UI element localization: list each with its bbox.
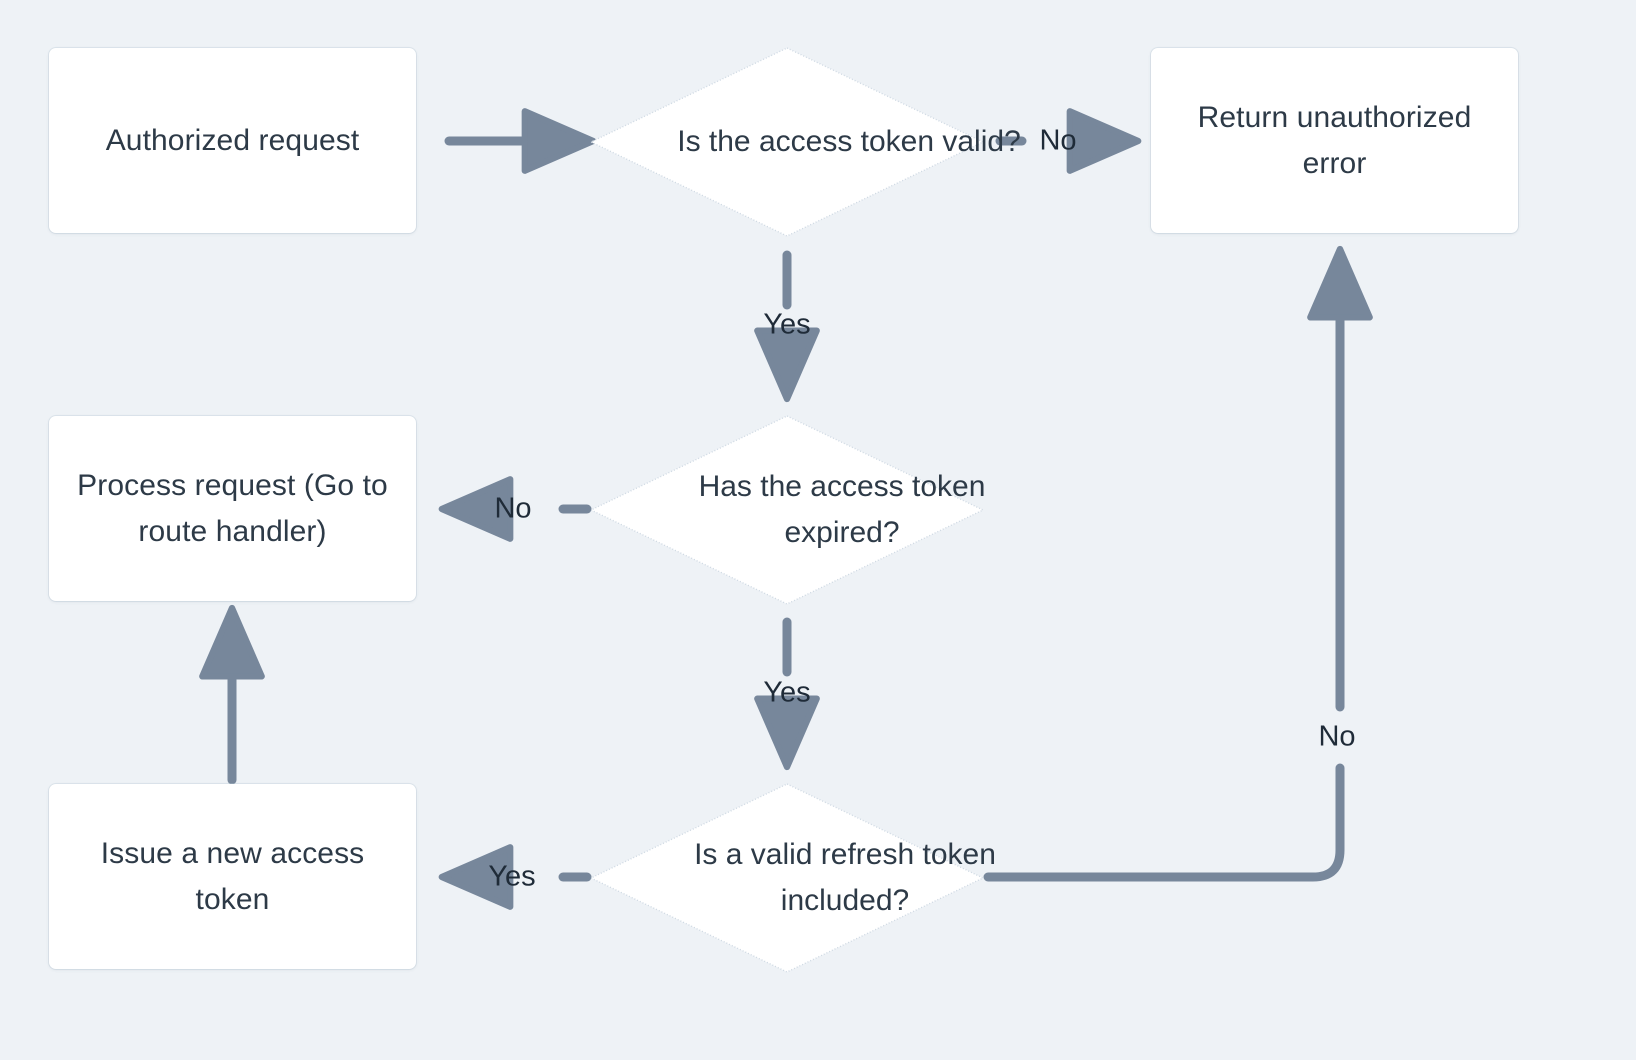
node-refresh-included[interactable]: Is a valid refresh token included? (589, 782, 996, 974)
node-issue-new-token[interactable]: Issue a new access token (49, 784, 416, 969)
node-token-expired-label: Has the access token expired? (698, 470, 986, 549)
node-unauthorized-error-label: Return unauthorized error (1197, 100, 1472, 180)
edge-label-expired-no: No (494, 492, 532, 525)
node-unauthorized-error[interactable]: Return unauthorized error (1151, 48, 1518, 233)
node-refresh-included-label: Is a valid refresh token included? (694, 838, 996, 917)
node-authorized-request-label: Authorized request (105, 123, 360, 157)
diamond-shape (589, 47, 985, 237)
node-authorized-request[interactable]: Authorized request (49, 48, 416, 233)
node-process-request-label: Process request (Go to route handler) (77, 468, 388, 548)
node-token-valid-label: Is the access token valid? (677, 125, 1021, 158)
edge-label-valid-yes: Yes (763, 308, 811, 341)
edge-label-refresh-no: No (1318, 720, 1356, 753)
diamond-shape (589, 783, 985, 973)
node-issue-new-token-label: Issue a new access token (100, 836, 365, 916)
edge-label-valid-no: No (1039, 124, 1077, 157)
diamond-shape (589, 415, 985, 605)
edge-label-refresh-yes: Yes (488, 860, 536, 893)
node-process-request[interactable]: Process request (Go to route handler) (49, 416, 416, 601)
node-token-expired[interactable]: Has the access token expired? (589, 414, 985, 606)
node-token-valid[interactable]: Is the access token valid? (589, 46, 1021, 238)
edge-label-expired-yes: Yes (763, 676, 811, 709)
